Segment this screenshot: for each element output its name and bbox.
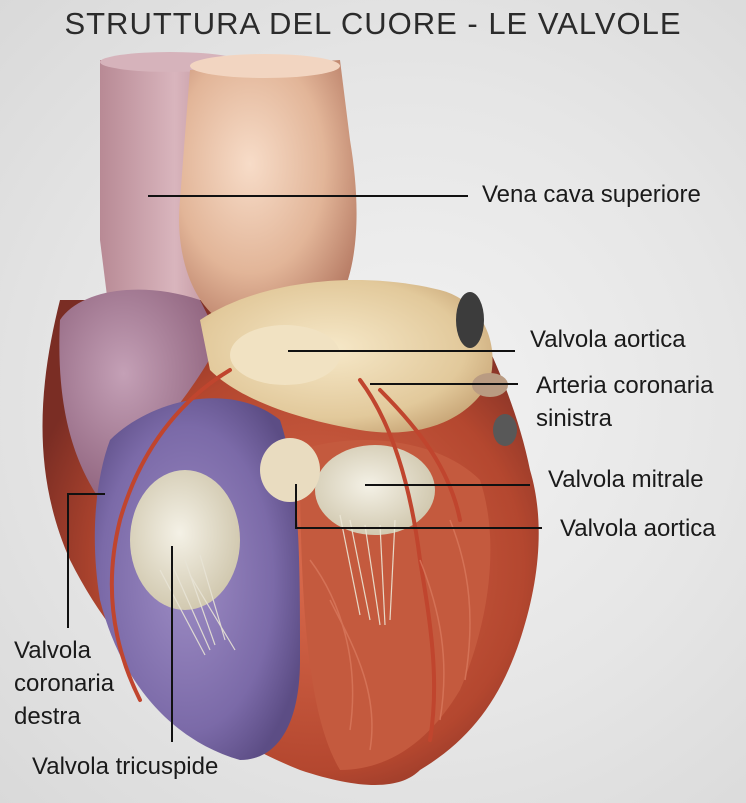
- page-title: STRUTTURA DEL CUORE - LE VALVOLE: [0, 6, 746, 42]
- label-arteria-coronaria-line1: Arteria coronaria: [536, 371, 713, 401]
- label-arteria-coronaria-line2: sinistra: [536, 404, 612, 434]
- label-valvola-tricuspide: Valvola tricuspide: [32, 752, 218, 782]
- label-valvola-coronaria-line3: destra: [14, 702, 81, 732]
- label-vena-cava: Vena cava superiore: [482, 180, 701, 210]
- label-valvola-mitrale: Valvola mitrale: [548, 465, 704, 495]
- tricuspid-valve-shape: [130, 470, 240, 610]
- label-valvola-coronaria-line2: coronaria: [14, 669, 114, 699]
- pulmonary-vein-1: [456, 292, 484, 348]
- label-valvola-coronaria-line1: Valvola: [14, 636, 91, 666]
- label-valvola-aortica-top: Valvola aortica: [530, 325, 686, 355]
- pulmonary-vein-3: [493, 414, 517, 446]
- aortic-valve-upper-shape: [230, 325, 340, 385]
- mitral-valve-shape: [315, 445, 435, 535]
- aortic-valve-lower-shape: [260, 438, 320, 502]
- aorta-opening: [190, 54, 340, 78]
- label-valvola-aortica-bottom: Valvola aortica: [560, 514, 716, 544]
